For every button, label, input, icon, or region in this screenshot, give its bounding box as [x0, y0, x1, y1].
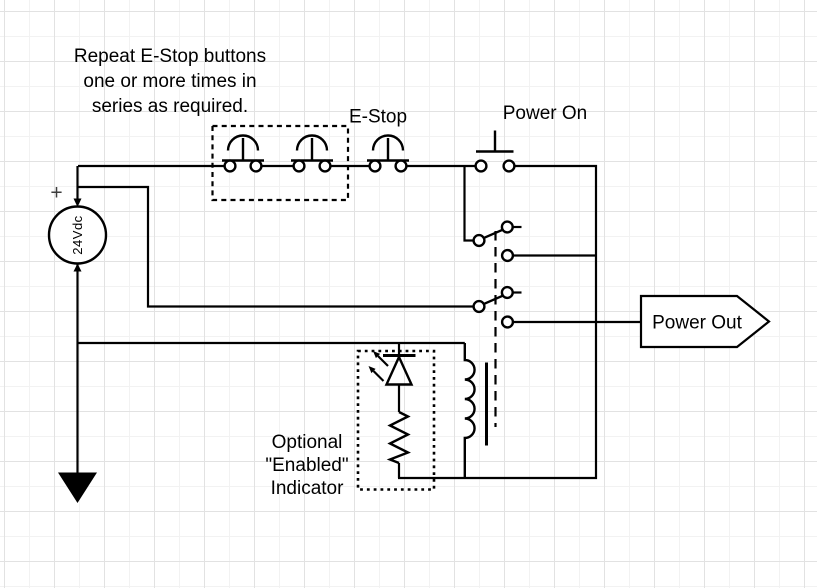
arrowhead-into-source-top	[73, 198, 82, 207]
note-line: Repeat E-Stop buttons	[74, 46, 266, 67]
estop-dashed-box	[211, 124, 350, 202]
contact-throw-lower	[500, 248, 515, 263]
indicator-note-line: Optional	[272, 432, 343, 453]
indicator-note-line: "Enabled"	[265, 455, 348, 476]
ground-symbol	[58, 472, 97, 503]
power-out-label: Power Out	[652, 313, 742, 334]
led-triangle	[384, 354, 414, 386]
contact-arm	[482, 228, 503, 240]
contact-terminal	[318, 159, 332, 173]
polarity-label: +	[50, 182, 62, 205]
arrowhead-into-source-bottom	[73, 263, 82, 272]
flag-shape	[639, 294, 771, 349]
wires	[76, 164, 641, 480]
contact-terminal	[292, 159, 306, 173]
contact-terminal	[502, 159, 516, 173]
wire-contact1-feed	[463, 166, 474, 242]
resistor-zigzag	[386, 410, 411, 465]
estop-button-1	[222, 134, 264, 173]
contact-common	[472, 233, 486, 248]
power-on-button	[474, 130, 516, 173]
resistor	[386, 384, 411, 478]
led-emission-arrow	[377, 355, 389, 367]
contact-throw-upper	[500, 285, 514, 300]
led-emission-arrow	[372, 370, 385, 382]
relay-coil	[463, 343, 488, 478]
estop-button-3	[367, 134, 409, 173]
note-line: series as required.	[92, 96, 248, 117]
estop-button-2	[291, 134, 333, 173]
relay-contact-1	[472, 220, 522, 263]
power-source: + 24Vdc	[47, 182, 108, 272]
wire-contact2-feed	[78, 185, 474, 308]
indicator-note-line: Indicator	[271, 478, 345, 499]
pushbutton-actuator-icon	[476, 130, 514, 153]
estop-label: E-Stop	[349, 107, 407, 128]
note-enabled-indicator: Optional "Enabled" Indicator	[265, 432, 348, 499]
contact-terminal	[394, 159, 408, 173]
power-on-label: Power On	[503, 103, 587, 124]
contact-terminal	[474, 159, 488, 173]
ground-arrowhead	[58, 472, 97, 503]
led-emission-arrowhead	[373, 351, 381, 359]
estop-mushroom-icon	[367, 134, 409, 162]
note-line: one or more times in	[83, 71, 256, 92]
contact-common	[472, 299, 486, 314]
contact-throw-lower	[500, 315, 515, 329]
source-voltage-label: 24Vdc	[70, 215, 85, 254]
contact-terminal	[223, 159, 237, 173]
led-icon	[368, 351, 416, 386]
contact-arm	[482, 294, 503, 306]
relay-contact-2	[472, 285, 522, 329]
contact-throw-upper	[500, 220, 514, 234]
coil-winding-icon	[463, 343, 476, 478]
contact-terminal	[368, 159, 382, 173]
estop-mushroom-icon	[222, 134, 264, 162]
led-emission-arrowhead	[368, 366, 376, 374]
power-out-flag: Power Out	[639, 294, 771, 349]
indicator-dashed-box	[356, 349, 436, 491]
contact-terminal	[249, 159, 263, 173]
note-repeat-estop: Repeat E-Stop buttons one or more times …	[74, 46, 266, 117]
estop-mushroom-icon	[291, 134, 333, 162]
